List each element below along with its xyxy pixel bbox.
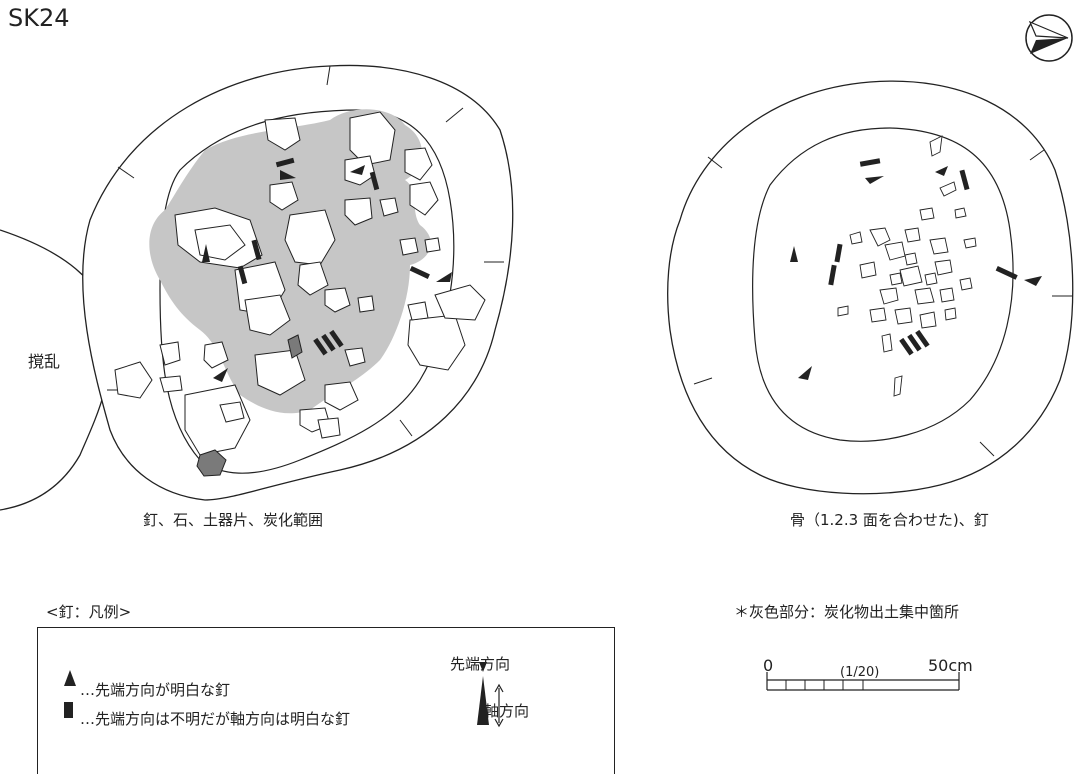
nails-axis-known bbox=[828, 158, 1018, 356]
right-plan bbox=[667, 80, 1074, 495]
scale-ratio-label: (1/20) bbox=[840, 665, 879, 680]
nails-tip-known bbox=[202, 165, 452, 382]
north-arrow-icon bbox=[1025, 14, 1073, 62]
stones bbox=[114, 111, 486, 456]
slope-ticks bbox=[693, 149, 1072, 457]
direction-diagram-icon bbox=[477, 662, 504, 728]
slope-ticks bbox=[107, 65, 504, 437]
nails-tip-known bbox=[790, 166, 1042, 380]
caption-left: 釘、石、土器片、炭化範囲 bbox=[143, 511, 324, 529]
legend-title: <釘：凡例> bbox=[46, 603, 132, 621]
legend-tip-nail-icon bbox=[64, 670, 76, 686]
gray-area-note: ＊灰色部分：炭化物出土集中箇所 bbox=[734, 603, 960, 621]
left-plan bbox=[0, 64, 514, 511]
pit-inner-outline bbox=[752, 127, 1014, 442]
legend-row-axis-known: …先端方向は不明だが軸方向は明白な釘 bbox=[80, 710, 351, 728]
site-id: SK24 bbox=[8, 4, 70, 32]
scale-bar: 0 (1/20) 50cm bbox=[763, 656, 973, 691]
scale-start-label: 0 bbox=[763, 656, 773, 675]
nails-axis-known bbox=[237, 157, 430, 356]
legend-row-tip-known: …先端方向が明白な釘 bbox=[80, 681, 231, 699]
tip-direction-label: 先端方向 bbox=[450, 655, 511, 673]
bone-fragments bbox=[837, 135, 977, 397]
legend-axis-nail-icon bbox=[64, 702, 73, 718]
legend-box bbox=[37, 627, 615, 774]
scale-end-label: 50cm bbox=[928, 656, 973, 675]
axis-direction-label: 軸方向 bbox=[484, 702, 530, 720]
charcoal-area bbox=[149, 109, 431, 414]
pit-outer-outline bbox=[667, 80, 1074, 495]
caption-right: 骨（1.2.3 面を合わせた)、釘 bbox=[790, 511, 989, 529]
disturbance-label: 撹乱 bbox=[28, 352, 60, 371]
pottery-sherds bbox=[196, 334, 303, 477]
